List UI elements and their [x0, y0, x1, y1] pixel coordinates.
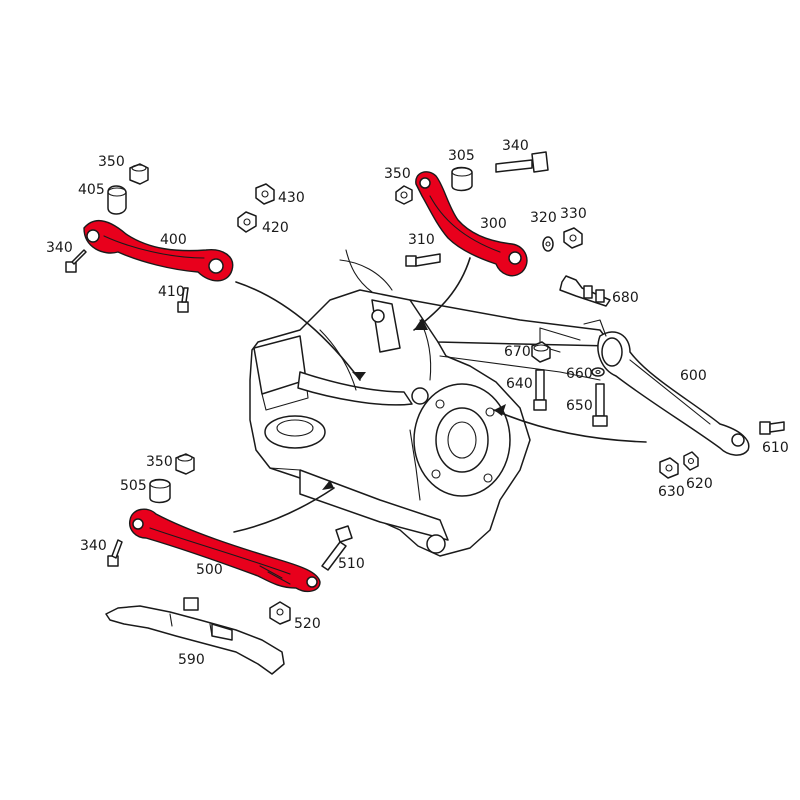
- label-680: 680: [612, 290, 639, 306]
- bushing-305: [451, 166, 473, 192]
- arrowhead: [352, 372, 366, 380]
- label-590: 590: [178, 652, 205, 668]
- washer-660: [591, 367, 605, 377]
- label-340: 340: [502, 138, 529, 154]
- bolt-310: [405, 253, 441, 267]
- label-640: 640: [506, 376, 533, 392]
- label-660: 660: [566, 366, 593, 382]
- bolt-340c: [107, 539, 123, 567]
- nut-350b: [395, 185, 413, 205]
- nut-520: [269, 601, 291, 625]
- label-305: 305: [448, 148, 475, 164]
- bolt-650: [592, 383, 608, 427]
- label-300: 300: [480, 216, 507, 232]
- control-arm-300: [415, 171, 528, 277]
- bolt-610: [759, 421, 785, 435]
- nut-430: [255, 183, 275, 205]
- label-520: 520: [294, 616, 321, 632]
- control-arm-600: [539, 319, 750, 456]
- label-650: 650: [566, 398, 593, 414]
- label-430: 430: [278, 190, 305, 206]
- bracket-590: [105, 597, 285, 675]
- label-600: 600: [680, 368, 707, 384]
- label-310: 310: [408, 232, 435, 248]
- leader-arrow-600: [493, 409, 647, 443]
- bracket-680: [559, 275, 611, 307]
- arrowhead: [414, 318, 428, 330]
- arrowhead: [322, 480, 334, 490]
- label-670: 670: [504, 344, 531, 360]
- bolt-340a: [65, 249, 87, 273]
- label-500: 500: [196, 562, 223, 578]
- label-630: 630: [658, 484, 685, 500]
- label-340: 340: [46, 240, 73, 256]
- bushing-405: [107, 185, 127, 215]
- nut-350c: [175, 453, 195, 475]
- nut-420: [237, 211, 257, 233]
- label-350: 350: [146, 454, 173, 470]
- leader-arrow-400: [235, 281, 361, 381]
- label-610: 610: [762, 440, 789, 456]
- label-620: 620: [686, 476, 713, 492]
- label-405: 405: [78, 182, 105, 198]
- leader-arrow-500: [233, 487, 335, 533]
- arrowhead: [494, 404, 506, 416]
- nut-350a: [129, 163, 149, 185]
- bolt-640: [533, 369, 547, 411]
- label-505: 505: [120, 478, 147, 494]
- bushing-505: [149, 478, 171, 504]
- bolt-340b: [495, 151, 549, 173]
- washer-320: [542, 236, 554, 252]
- label-330: 330: [560, 206, 587, 222]
- label-410: 410: [158, 284, 185, 300]
- nut-330: [563, 227, 583, 249]
- bolt-510: [321, 525, 353, 571]
- label-340: 340: [80, 538, 107, 554]
- label-350: 350: [384, 166, 411, 182]
- label-510: 510: [338, 556, 365, 572]
- bolt-410: [177, 287, 189, 313]
- label-320: 320: [530, 210, 557, 226]
- nut-670: [531, 341, 551, 363]
- knuckle-assembly: [249, 249, 613, 557]
- label-350: 350: [98, 154, 125, 170]
- label-400: 400: [160, 232, 187, 248]
- control-arm-400: [83, 219, 234, 282]
- control-arm-500: [129, 508, 321, 593]
- nut-630: [659, 457, 679, 479]
- nut-620: [683, 451, 699, 471]
- label-420: 420: [262, 220, 289, 236]
